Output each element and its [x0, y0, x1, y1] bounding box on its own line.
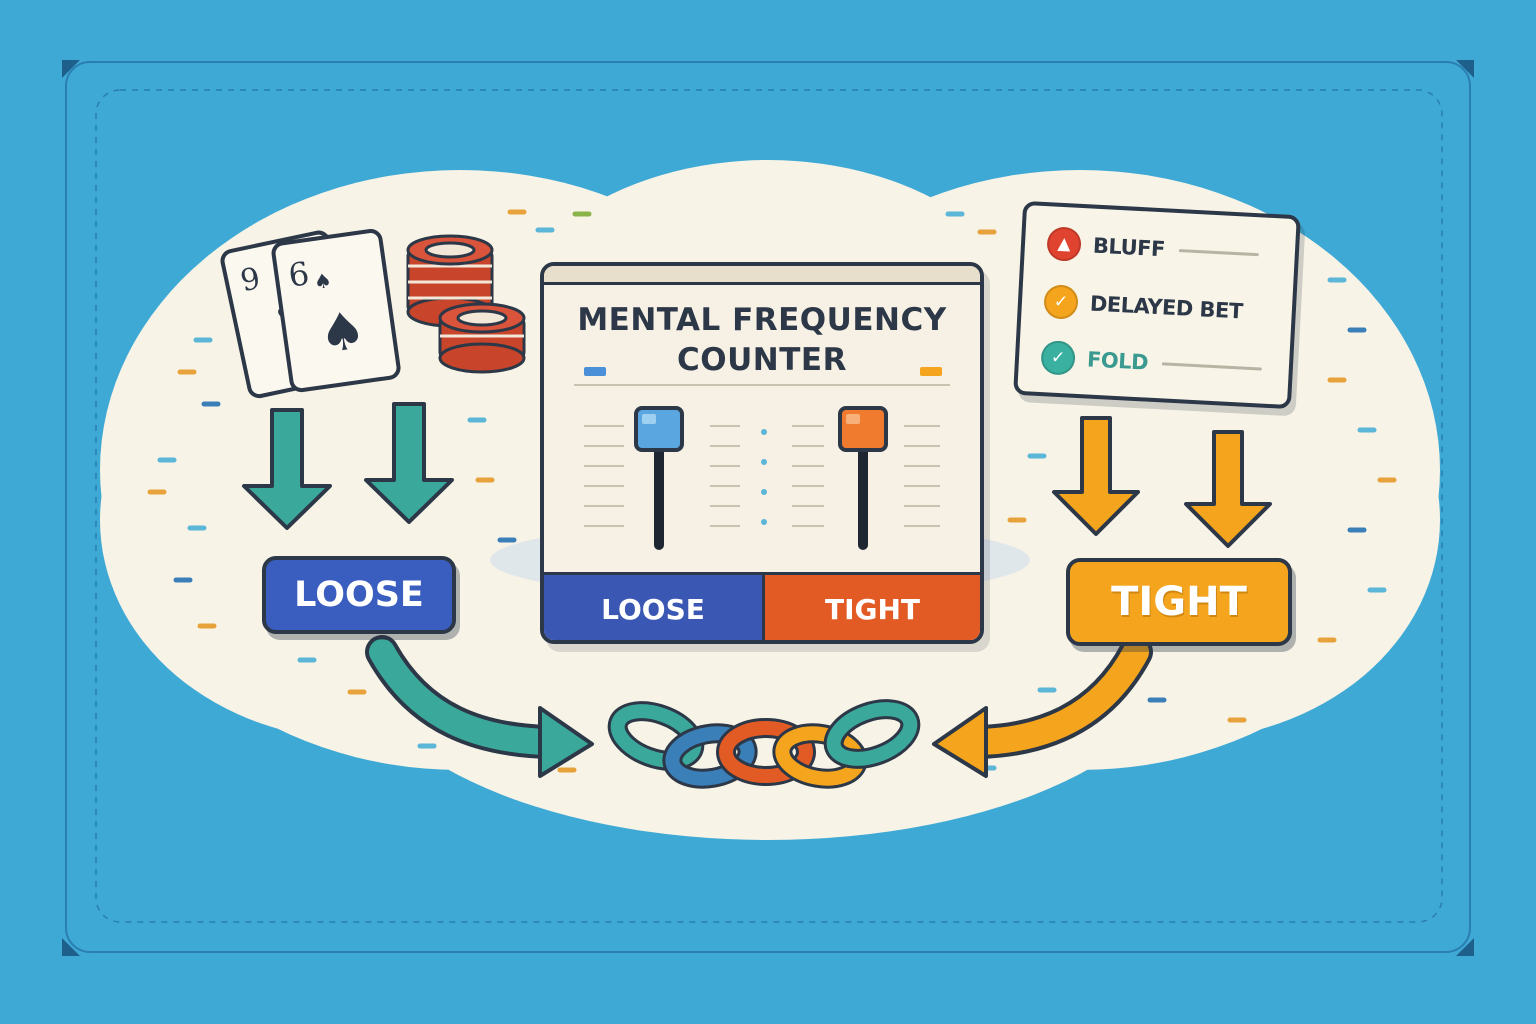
orange-marker	[920, 367, 942, 376]
warning-icon: ▲	[1046, 226, 1082, 262]
corner-mark	[1456, 938, 1474, 956]
down-arrow-icon	[1052, 416, 1272, 548]
outer-frame	[65, 61, 1471, 953]
loose-segment[interactable]: LOOSE	[544, 572, 765, 640]
svg-text:♠: ♠	[312, 268, 333, 294]
checklist-label: DELAYED BET	[1089, 291, 1244, 324]
panel-title-line-2: COUNTER	[677, 342, 847, 378]
checklist-row-bluff: ▲ BLUFF	[1046, 226, 1259, 271]
poker-chips-icon	[406, 234, 526, 374]
loose-label: LOOSE	[262, 556, 456, 634]
corner-mark	[62, 60, 80, 78]
center-dots	[761, 429, 767, 525]
blue-marker	[584, 367, 606, 376]
action-checklist-card: ▲ BLUFF ✓ DELAYED BET ✓ FOLD	[1013, 200, 1301, 410]
tight-segment[interactable]: TIGHT	[765, 572, 980, 640]
chain-link-icon	[607, 699, 921, 789]
frequency-counter-panel: MENTAL FREQUENCY COUNTER	[540, 262, 984, 644]
tight-slider[interactable]	[834, 404, 894, 560]
panel-divider	[574, 384, 950, 386]
tick-lines	[584, 425, 940, 527]
down-arrow-icon	[242, 402, 454, 530]
curved-arrow-icon	[932, 635, 1153, 778]
checklist-line	[1178, 248, 1259, 256]
check-icon: ✓	[1040, 340, 1076, 376]
checklist-row-fold: ✓ FOLD	[1040, 340, 1262, 386]
panel-title-line-1: MENTAL FREQUENCY	[577, 302, 947, 338]
dashed-frame	[95, 89, 1443, 923]
curved-arrow-icon	[365, 635, 594, 778]
panel-title: MENTAL FREQUENCY COUNTER	[544, 300, 980, 380]
checklist-label: BLUFF	[1092, 233, 1166, 262]
slider-track-area	[584, 425, 940, 527]
svg-text:♠: ♠	[315, 300, 370, 366]
corner-mark	[62, 938, 80, 956]
panel-top-bar	[544, 266, 980, 285]
loose-slider[interactable]	[630, 404, 690, 560]
tight-label: TIGHT	[1066, 558, 1292, 646]
check-icon: ✓	[1043, 284, 1079, 320]
corner-mark	[1456, 60, 1474, 78]
checklist-row-delayed-bet: ✓ DELAYED BET	[1043, 284, 1243, 328]
checklist-line	[1161, 361, 1262, 371]
checklist-label: FOLD	[1086, 347, 1149, 375]
playing-cards-icon: 9 ♥ 6 ♠ ♠	[220, 229, 401, 399]
